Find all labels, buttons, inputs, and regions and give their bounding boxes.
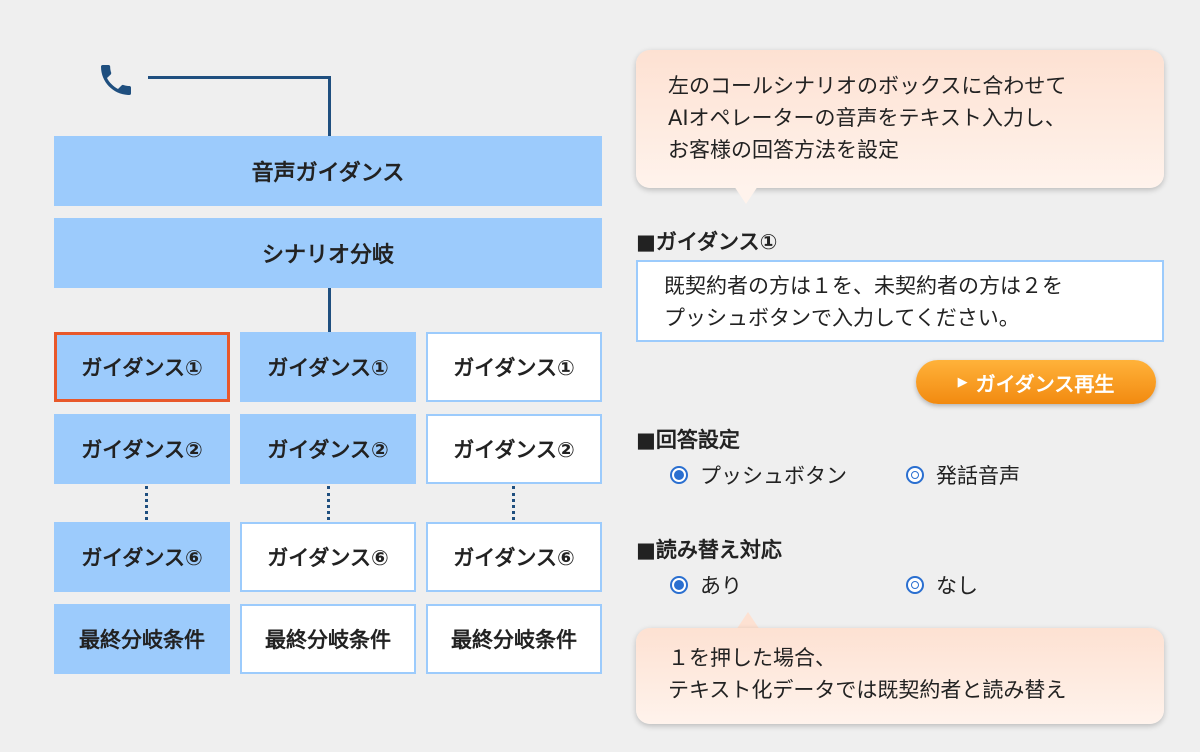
guidance-label: ガイダンス⑥ [453, 546, 575, 570]
scenario-branch-box[interactable]: シナリオ分岐 [54, 218, 602, 288]
bubble-line: １を押した場合、 [668, 646, 836, 670]
scenario-branch-label: シナリオ分岐 [261, 243, 394, 268]
reading-option-label: なし [936, 574, 978, 598]
guidance-label: ガイダンス① [267, 356, 389, 380]
radio-selected-icon [670, 576, 688, 594]
guidance-text-line: 既契約者の方は１を、未契約者の方は２を [664, 274, 1063, 298]
final-branch-condition-box[interactable]: 最終分岐条件 [240, 604, 416, 674]
bubble-line: お客様の回答方法を設定 [668, 138, 899, 162]
guidance-6-box[interactable]: ガイダンス⑥ [54, 522, 230, 592]
play-icon: ▶ [957, 374, 968, 390]
guidance-label: ガイダンス① [453, 356, 575, 380]
final-branch-label: 最終分岐条件 [451, 628, 577, 652]
connector-line [148, 76, 331, 79]
final-branch-condition-box[interactable]: 最終分岐条件 [54, 604, 230, 674]
bubble-line: 左のコールシナリオのボックスに合わせて [668, 74, 1067, 98]
guidance-6-box[interactable]: ガイダンス⑥ [240, 522, 416, 592]
phone-icon [96, 54, 136, 106]
instruction-bubble: 左のコールシナリオのボックスに合わせて AIオペレーターの音声をテキスト入力し、… [636, 50, 1164, 188]
bubble-tail [734, 186, 758, 204]
final-branch-label: 最終分岐条件 [265, 628, 391, 652]
guidance-label: ガイダンス② [81, 438, 203, 462]
answer-option-label: 発話音声 [936, 464, 1020, 488]
bubble-line: AIオペレーターの音声をテキスト入力し、 [668, 106, 1066, 130]
play-guidance-button[interactable]: ▶ ガイダンス再生 [916, 360, 1156, 404]
answer-option-label: プッシュボタン [700, 464, 847, 488]
voice-guidance-box[interactable]: 音声ガイダンス [54, 136, 602, 206]
answer-option-push-button[interactable]: プッシュボタン [670, 460, 847, 490]
ellipsis-connector [327, 486, 330, 520]
connector-line [328, 288, 331, 332]
guidance-label: ガイダンス② [267, 438, 389, 462]
ellipsis-connector [145, 486, 148, 520]
play-guidance-label: ガイダンス再生 [975, 371, 1115, 396]
radio-unselected-icon [906, 576, 924, 594]
reading-option-no[interactable]: なし [906, 570, 978, 600]
guidance-label: ガイダンス① [81, 356, 203, 380]
guidance-1-box[interactable]: ガイダンス① [426, 332, 602, 402]
guidance-heading: ■ガイダンス① [636, 230, 778, 254]
guidance-label: ガイダンス⑥ [267, 546, 389, 570]
guidance-1-box[interactable]: ガイダンス① [240, 332, 416, 402]
reading-replace-heading: ■読み替え対応 [636, 538, 782, 562]
explanation-bubble: １を押した場合、 テキスト化データでは既契約者と読み替え [636, 628, 1164, 724]
reading-option-label: あり [700, 574, 742, 598]
final-branch-label: 最終分岐条件 [79, 628, 205, 652]
answer-option-speech[interactable]: 発話音声 [906, 460, 1020, 490]
guidance-text-line: プッシュボタンで入力してください。 [664, 306, 1020, 330]
radio-selected-icon [670, 466, 688, 484]
guidance-label: ガイダンス⑥ [81, 546, 203, 570]
guidance-6-box[interactable]: ガイダンス⑥ [426, 522, 602, 592]
guidance-label: ガイダンス② [453, 438, 575, 462]
guidance-2-box[interactable]: ガイダンス② [240, 414, 416, 484]
bubble-tail [736, 612, 760, 630]
guidance-2-box[interactable]: ガイダンス② [54, 414, 230, 484]
connector-line [328, 76, 331, 138]
voice-guidance-label: 音声ガイダンス [251, 161, 405, 186]
ellipsis-connector [512, 486, 515, 520]
bubble-line: テキスト化データでは既契約者と読み替え [668, 678, 1067, 702]
answer-settings-heading: ■回答設定 [636, 428, 740, 452]
guidance-text-input[interactable]: 既契約者の方は１を、未契約者の方は２を プッシュボタンで入力してください。 [636, 260, 1164, 342]
final-branch-condition-box[interactable]: 最終分岐条件 [426, 604, 602, 674]
guidance-2-box[interactable]: ガイダンス② [426, 414, 602, 484]
guidance-1-box-selected[interactable]: ガイダンス① [54, 332, 230, 402]
radio-unselected-icon [906, 466, 924, 484]
reading-option-yes[interactable]: あり [670, 570, 742, 600]
